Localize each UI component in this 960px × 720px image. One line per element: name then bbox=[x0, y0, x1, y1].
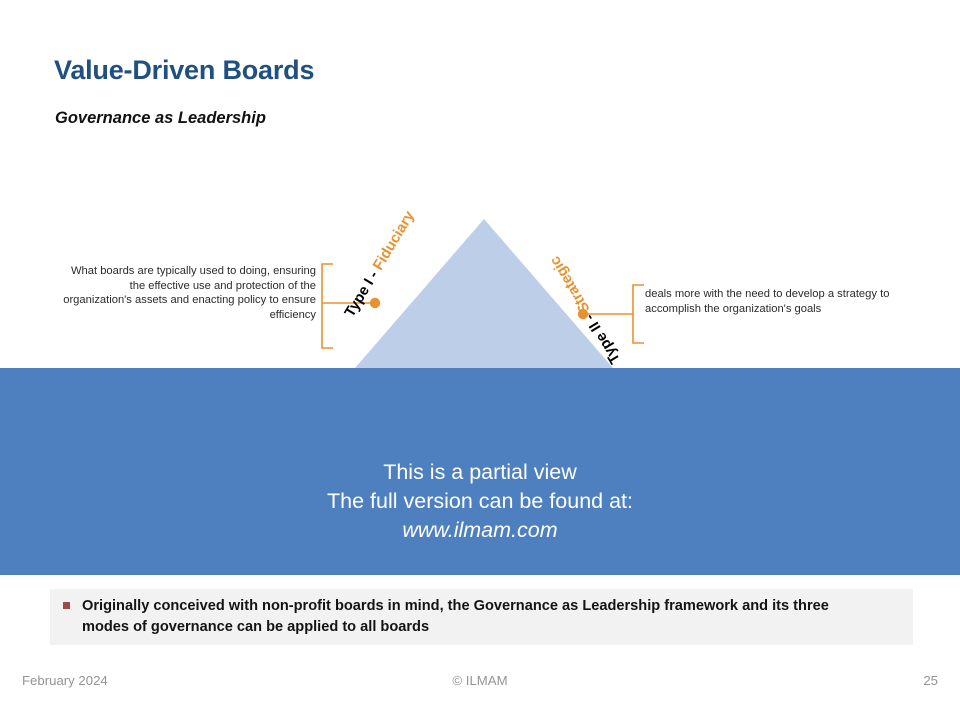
page-subtitle: Governance as Leadership bbox=[55, 109, 266, 127]
takeaway-bullet-marker bbox=[63, 602, 70, 609]
takeaway-box: Originally conceived with non-profit boa… bbox=[50, 589, 913, 645]
triangle-label-type-1: Type I - Fiduciary bbox=[342, 208, 418, 320]
footer-date: February 2024 bbox=[22, 673, 108, 688]
overlay-site-link[interactable]: www.ilmam.com bbox=[402, 518, 558, 542]
triangle-label-type-1-lead: Type I - bbox=[342, 264, 385, 321]
footer-page-number: 25 bbox=[923, 673, 938, 688]
triangle-label-type-2-lead: Type II - bbox=[579, 307, 624, 367]
footer-copyright: © ILMAM bbox=[452, 673, 508, 688]
right-callout-bracket bbox=[632, 284, 644, 344]
triangle-label-type-2: Type II - Strategic bbox=[547, 253, 624, 366]
slide-footer: February 2024 © ILMAM 25 bbox=[0, 673, 960, 701]
page-title: Value-Driven Boards bbox=[54, 55, 315, 85]
callout-right-text: deals more with the need to develop a st… bbox=[645, 288, 890, 315]
partial-view-overlay: This is a partial view The full version … bbox=[0, 368, 960, 575]
triangle-label-type-1-accent: Fiduciary bbox=[370, 208, 418, 274]
left-callout-dot bbox=[369, 297, 381, 309]
overlay-line-1: This is a partial view bbox=[383, 460, 577, 484]
triangle-label-type-2-accent: Strategic bbox=[547, 253, 594, 316]
left-callout-bracket bbox=[321, 263, 333, 349]
overlay-line-2: The full version can be found at: bbox=[327, 489, 633, 513]
takeaway-text: Originally conceived with non-profit boa… bbox=[82, 598, 829, 635]
partial-view-overlay-text: This is a partial view The full version … bbox=[327, 458, 633, 545]
callout-left-text: What boards are typically used to doing,… bbox=[63, 265, 316, 321]
